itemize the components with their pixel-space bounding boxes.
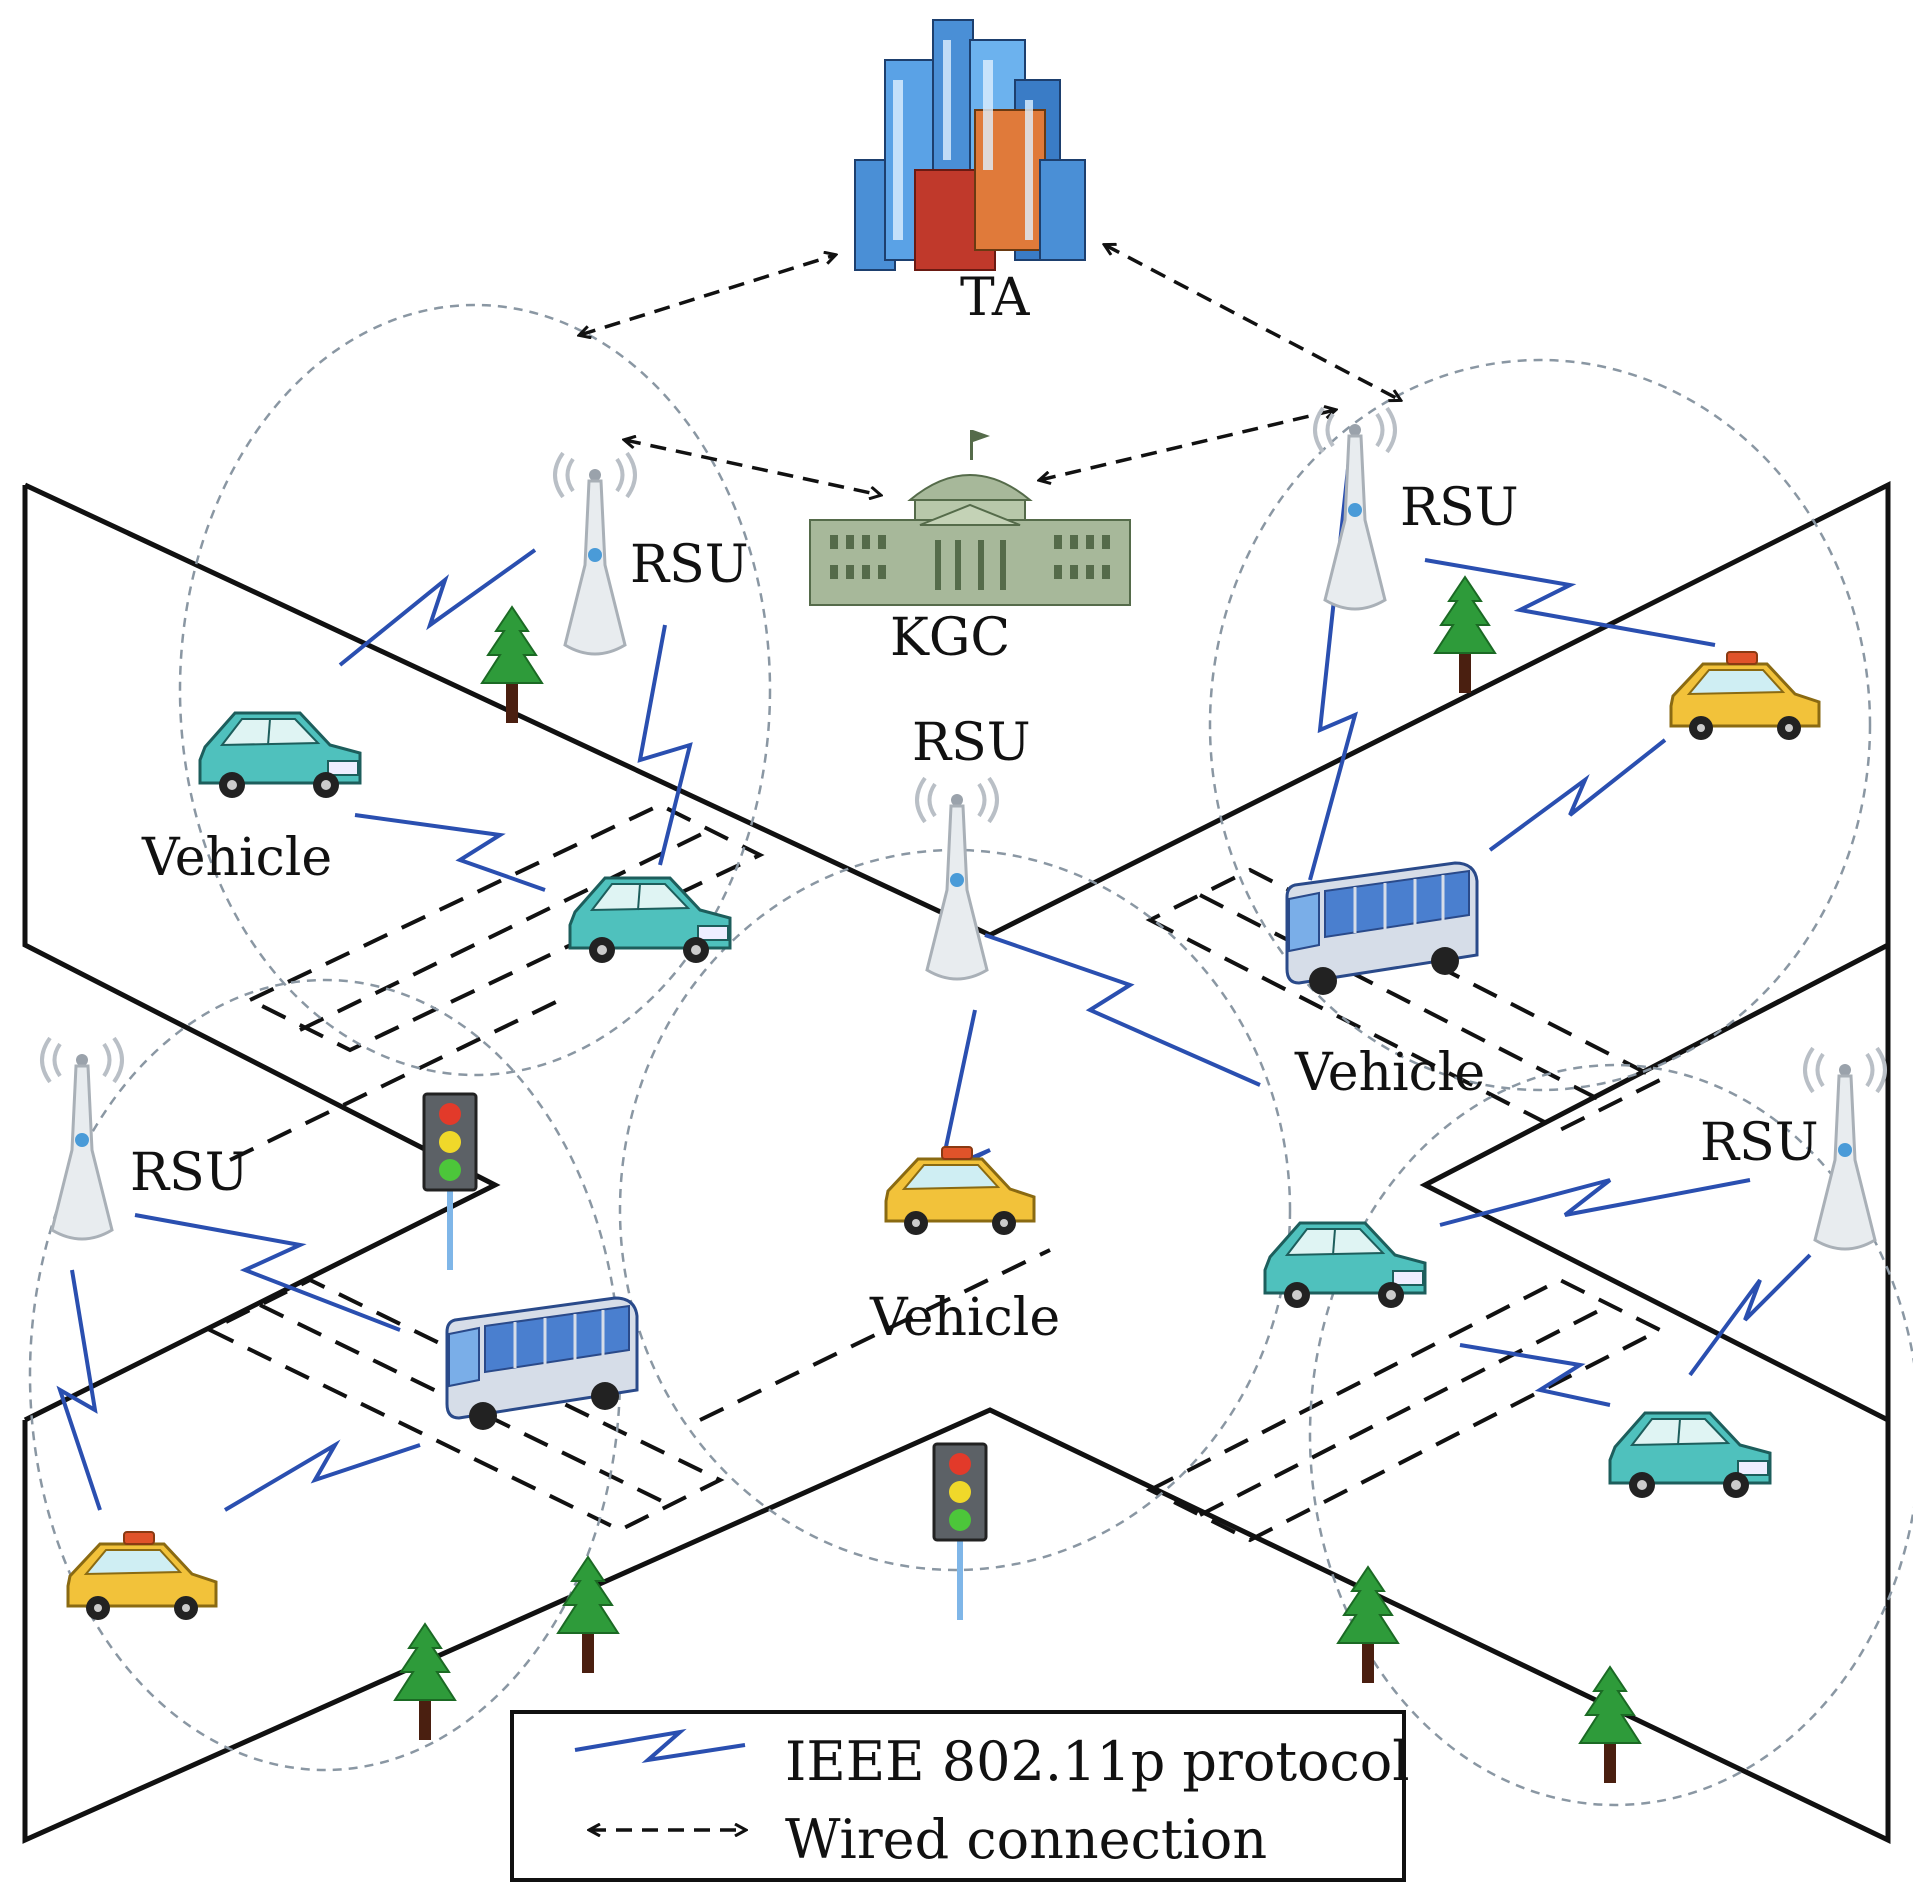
tree-icon	[481, 606, 543, 724]
traffic-light-icon	[932, 1442, 988, 1622]
rsu-label: RSU	[912, 713, 1031, 773]
vehicle-taxi-icon	[884, 1145, 1036, 1237]
rsu-label: RSU	[130, 1143, 249, 1203]
vehicle-taxi-icon	[66, 1530, 218, 1622]
vehicle-car-icon	[198, 711, 362, 800]
vehicle-car-icon	[1608, 1411, 1772, 1500]
rsu-antenna-icon	[915, 776, 999, 981]
vehicle-label: Vehicle	[141, 828, 332, 888]
vehicle-taxi-icon	[1669, 650, 1821, 742]
ta-label: TA	[960, 268, 1031, 328]
road-edge-left-upper	[22, 485, 501, 1423]
kgc-building-icon	[809, 430, 1131, 606]
tree-icon	[557, 1556, 619, 1674]
road-edge-upper-center	[23, 480, 1891, 1425]
rsu-antenna-icon	[553, 451, 637, 656]
tree-icon	[1579, 1666, 1641, 1784]
tree-icon	[1337, 1566, 1399, 1684]
lane-markings	[205, 802, 1665, 1543]
vehicle-car-icon	[1263, 1221, 1427, 1310]
traffic-light-icon	[422, 1092, 478, 1272]
kgc-label: KGC	[890, 608, 1010, 668]
rsu-antenna-icon	[1313, 406, 1397, 611]
tree-icon	[394, 1623, 456, 1741]
ta-city-icon	[854, 19, 1086, 271]
wired-connections	[580, 245, 1400, 495]
legend-wireless-swatch	[574, 1728, 746, 1764]
legend-box	[510, 1710, 1406, 1882]
vehicle-label: Vehicle	[869, 1288, 1060, 1348]
rsu-label: RSU	[1700, 1113, 1819, 1173]
vehicle-bus-icon	[445, 1296, 639, 1432]
road-edge-bottom	[22, 1407, 1891, 1844]
rsu-label: RSU	[1400, 478, 1519, 538]
tree-icon	[1434, 576, 1496, 694]
legend-wired-label: Wired connection	[785, 1808, 1267, 1871]
road-network	[22, 480, 1891, 1844]
vehicle-bus-icon	[1285, 861, 1479, 997]
rsu-antenna-icon	[40, 1036, 124, 1241]
vehicle-car-icon	[568, 876, 732, 965]
legend-wireless-label: IEEE 802.11p protocol	[785, 1730, 1410, 1793]
legend: IEEE 802.11p protocol Wired connection	[510, 1710, 1410, 1882]
vehicle-label: Vehicle	[1294, 1043, 1485, 1103]
rsu-label: RSU	[630, 535, 749, 595]
